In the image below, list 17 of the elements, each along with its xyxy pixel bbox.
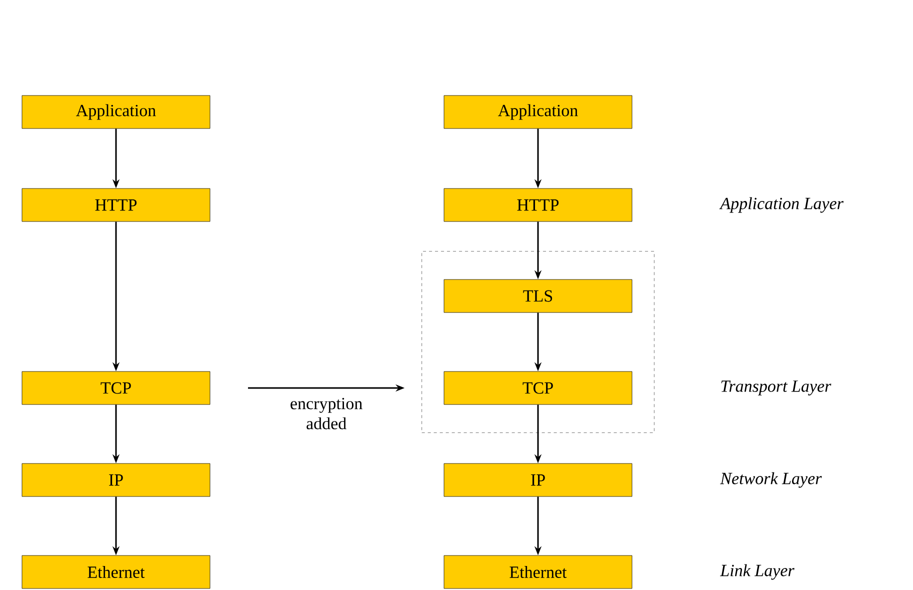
- layer-box: IP: [22, 463, 210, 497]
- layer-label: Link Layer: [720, 564, 794, 580]
- layer-box: HTTP: [22, 188, 210, 222]
- layer-box: IP: [444, 463, 632, 497]
- edge-label: encryption added: [290, 398, 362, 430]
- layer-label: Network Layer: [720, 472, 822, 488]
- layer-box: HTTP: [444, 188, 632, 222]
- layer-box: Application: [22, 95, 210, 129]
- layer-box: TCP: [444, 371, 632, 405]
- layer-box: Application: [444, 95, 632, 129]
- dashed-box: [422, 251, 654, 433]
- layer-label: Transport Layer: [721, 380, 832, 396]
- layer-box: TLS: [444, 279, 632, 313]
- layer-box: TCP: [22, 371, 210, 405]
- layer-label: Application Layer: [719, 197, 844, 213]
- layer-box: Ethernet: [22, 555, 210, 589]
- layer-box: Ethernet: [444, 555, 632, 589]
